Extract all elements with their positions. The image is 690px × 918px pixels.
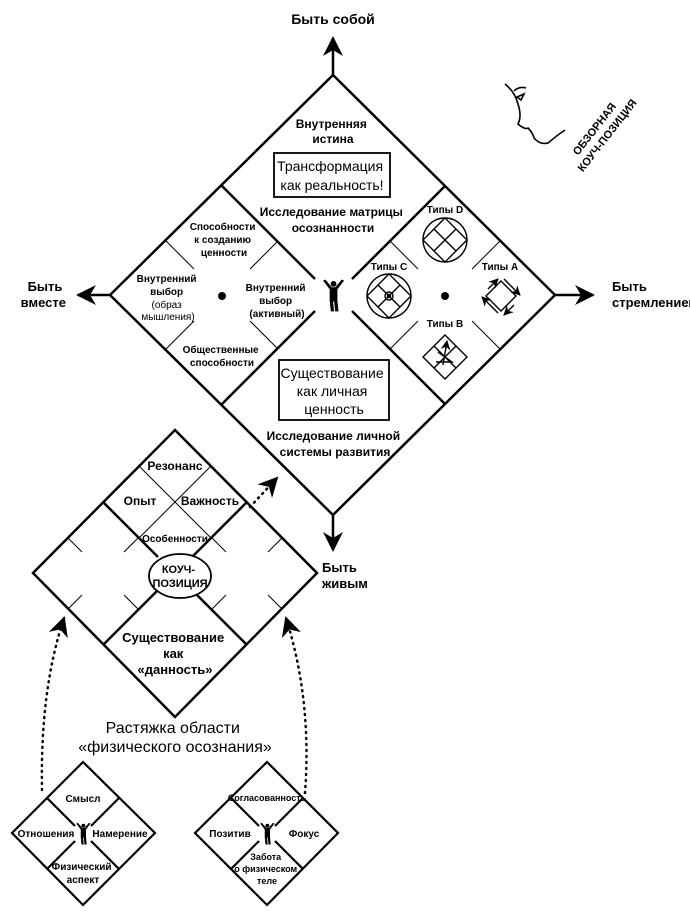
axis-arrows [76, 36, 595, 552]
dotted-arrow-to-big [248, 476, 279, 509]
coach-position-label: КОУЧ- ПОЗИЦИЯ [152, 564, 207, 590]
social-abilities-label: Общественные способности [183, 344, 262, 369]
types-d-icon [422, 217, 468, 263]
axis-right-label: Быть стремлением [612, 279, 690, 310]
observer-face-icon [504, 83, 566, 145]
value-creation-label: Способности к созданию ценности [190, 221, 259, 259]
types-d-label: Типы D [427, 205, 463, 216]
coherence-label: Согласованность [228, 793, 307, 803]
types-c-label: Типы C [371, 262, 407, 273]
transformation-label: Трансформация как реальность! [277, 158, 387, 193]
small-right-diamond [193, 760, 340, 907]
small-right-person-icon [260, 822, 275, 845]
features-label: Особенности [142, 533, 208, 545]
left-quad-center-dot [218, 292, 226, 300]
positive-label: Позитив [209, 829, 250, 840]
axis-top-label: Быть собой [291, 11, 375, 27]
intention-label: Намерение [92, 829, 148, 840]
focus-label: Фокус [289, 829, 320, 840]
types-a-label: Типы A [482, 262, 518, 273]
importance-label: Важность [181, 494, 239, 508]
personal-system-label: Исследование личной системы развития [267, 429, 404, 459]
transformation-box [273, 152, 391, 198]
dotted-arrow-right [281, 616, 308, 795]
small-left-person-icon [76, 822, 91, 845]
inner-choice-active-label: Внутренний выбор (активный) [246, 283, 309, 320]
dotted-arrow-left [40, 616, 68, 792]
types-c-icon [366, 273, 412, 319]
big-diamond [108, 73, 557, 517]
existence-value-box [278, 359, 390, 421]
small-left-diamond [10, 760, 157, 907]
existence-given-label: Существование как «данность» [122, 630, 228, 677]
types-b-label: Типы B [427, 319, 463, 330]
observer-label: ОБЗОРНАЯ КОУЧ-ПОЗИЦИЯ [565, 89, 640, 175]
physical-aspect-label: Физический аспект [52, 862, 115, 886]
right-quad-center-dot [441, 292, 449, 300]
axis-bottom-label: Быть живым [321, 560, 368, 591]
meaning-label: Смысл [65, 794, 100, 805]
resonance-label: Резонанс [147, 459, 203, 473]
inner-choice-thinking-label: Внутренний выбор (образ мышления) [137, 274, 200, 323]
medium-diamond [31, 428, 319, 719]
matrix-research-label: Исследование матрицы осознанности [260, 205, 407, 235]
types-a-icon [481, 278, 521, 316]
caption-label: Растяжка области «физического осознания» [78, 720, 272, 756]
inner-truth-label: Внутренняя истина [296, 117, 370, 146]
axis-left-label: Быть вместе [21, 279, 66, 310]
person-icon [323, 279, 344, 312]
relations-label: Отношения [18, 829, 75, 840]
experience-label: Опыт [124, 494, 157, 508]
types-b-icon [422, 334, 468, 380]
body-care-label: Забота о физическом теле [234, 852, 299, 886]
coach-position-ellipse [148, 553, 212, 599]
existence-value-label: Существование как личная ценность [280, 365, 387, 417]
